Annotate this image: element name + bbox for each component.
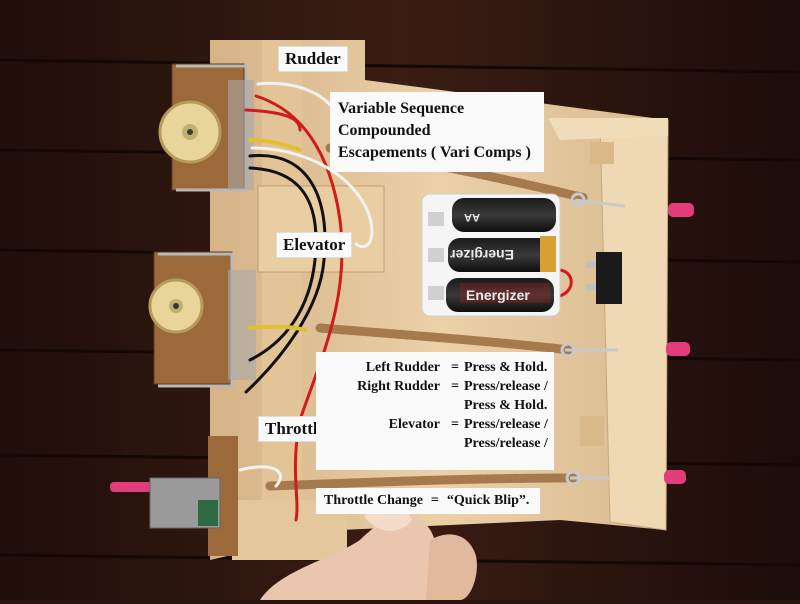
battery-size-label: AA (464, 211, 480, 223)
instruction-row: Left Rudder = Press & Hold. (322, 358, 548, 377)
instruction-value: Press/release / (464, 436, 548, 451)
battery-brand-label-2: Energizer (466, 287, 530, 303)
title-line-2: Escapements ( Vari Comps ) (338, 144, 531, 161)
throttle-change-card: Throttle Change = “Quick Blip”. (316, 488, 540, 514)
battery-brand-label-1: Energizer (450, 247, 514, 263)
pink-pegs (110, 203, 694, 492)
right-side-rail (599, 119, 669, 531)
instruction-eq (446, 396, 464, 415)
battery-pack (421, 193, 561, 317)
wire-hooks (560, 192, 626, 486)
instruction-key: Elevator (388, 417, 440, 432)
title-line-1: Variable Sequence Compounded (338, 100, 465, 139)
instruction-value: Press & Hold. (464, 398, 548, 413)
rudder-escapement (158, 63, 254, 192)
instruction-eq: = (451, 417, 459, 432)
title-card: Variable Sequence Compounded Escapements… (330, 92, 544, 172)
instruction-key (322, 396, 446, 415)
instruction-row: Right Rudder = Press/release / (322, 377, 548, 396)
elevator-block (257, 185, 385, 273)
instruction-value: Press/release / (464, 379, 548, 394)
micro-switch (586, 252, 622, 304)
instruction-row: Elevator = Press/release / (322, 415, 548, 434)
throttle-change-value: “Quick Blip”. (446, 493, 530, 508)
small-block-bottom (580, 416, 604, 446)
throttle-change-eq: = (430, 493, 439, 508)
instruction-key: Right Rudder (357, 379, 440, 394)
instruction-row: Press & Hold. (322, 396, 548, 415)
small-block-top (590, 142, 614, 164)
instruction-eq: = (451, 360, 459, 375)
throttle-change-key: Throttle Change (324, 493, 423, 508)
instruction-value: Press/release / (464, 417, 548, 432)
instruction-key (322, 434, 446, 453)
top-end-plate (548, 118, 668, 140)
elevator-escapement (148, 251, 256, 388)
throttle-escapement (149, 436, 238, 556)
instruction-value: Press & Hold. (464, 360, 548, 375)
elevator-label: Elevator (276, 232, 353, 258)
instruction-row: Press/release / (322, 434, 548, 453)
rudder-label: Rudder (278, 46, 348, 72)
instruction-key: Left Rudder (365, 360, 440, 375)
instruction-card: Left Rudder = Press & Hold. Right Rudder… (316, 352, 554, 470)
instruction-eq: = (451, 379, 459, 394)
instruction-eq (446, 434, 464, 453)
switch-wire (559, 268, 573, 298)
